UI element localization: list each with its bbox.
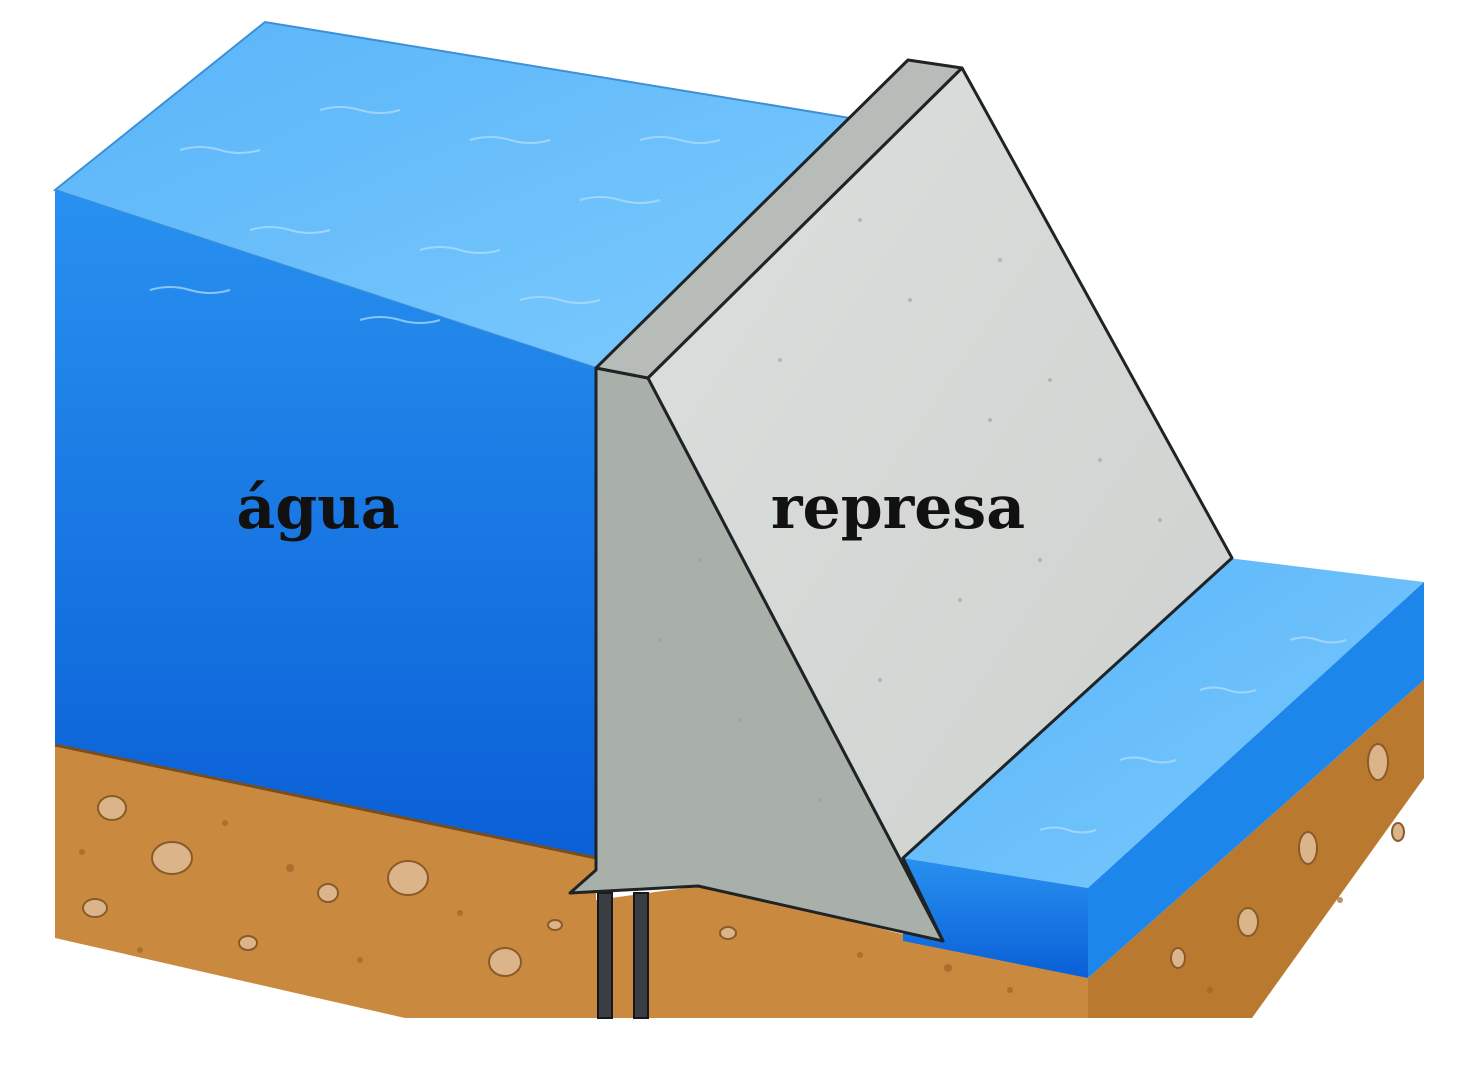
dam-label: represa bbox=[771, 473, 1025, 543]
reservoir-water bbox=[52, 20, 853, 858]
pebbles-left bbox=[82, 795, 563, 977]
water-ripples bbox=[149, 106, 721, 324]
dam-structure bbox=[568, 58, 1234, 943]
downstream-front bbox=[903, 858, 1088, 978]
soil-right bbox=[596, 680, 1424, 1018]
concrete-texture bbox=[658, 218, 1162, 802]
downstream-surface bbox=[903, 558, 1424, 888]
dam-main-face bbox=[646, 66, 1234, 943]
foundation-pipes bbox=[597, 892, 649, 1019]
reservoir-front bbox=[55, 190, 596, 858]
downstream-water bbox=[903, 558, 1424, 978]
water-label: água bbox=[236, 473, 399, 543]
pebbles-right bbox=[719, 743, 1405, 969]
downstream-side bbox=[1088, 582, 1424, 978]
soil-left bbox=[54, 743, 597, 1018]
